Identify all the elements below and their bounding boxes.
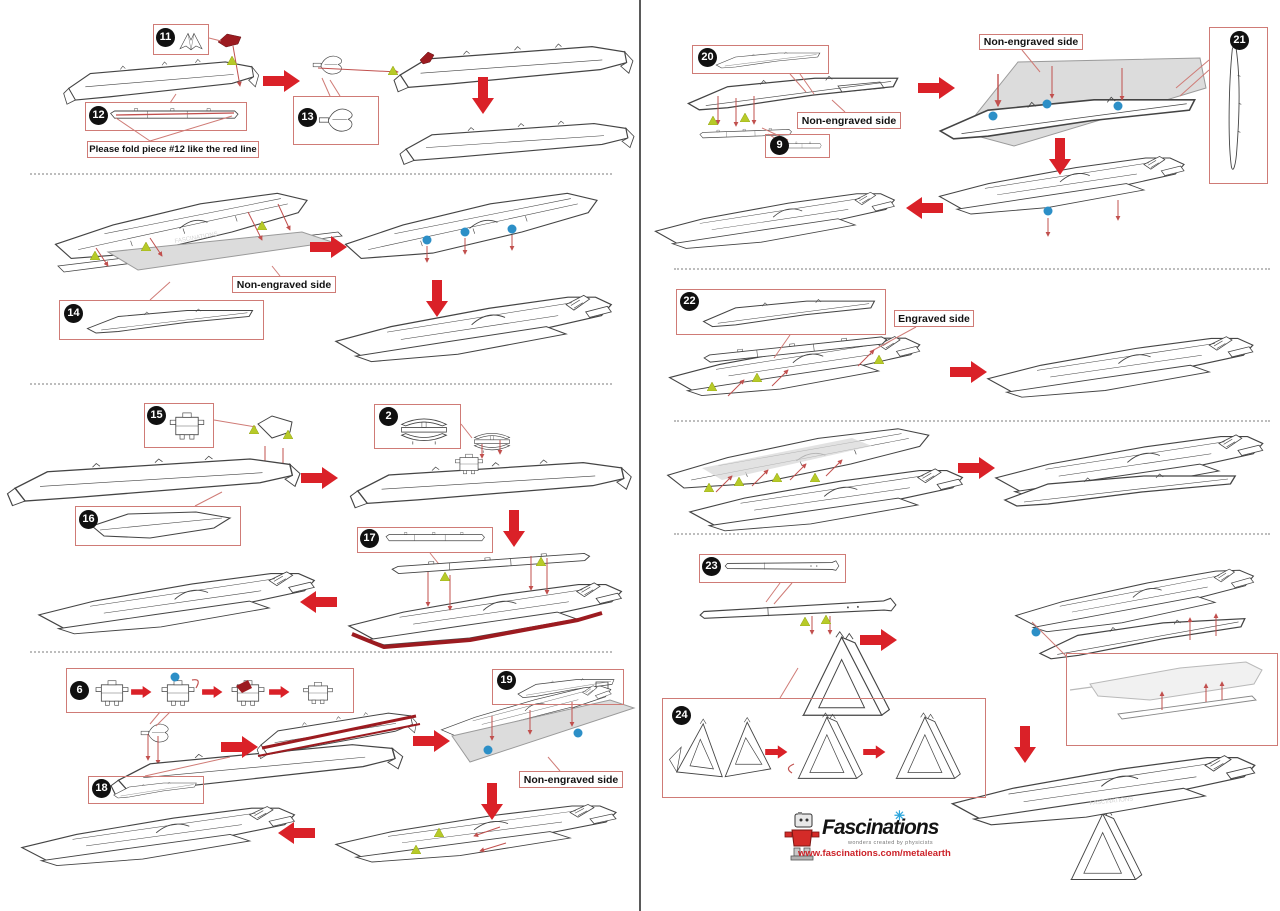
sparkle-icon: ✳ [894,808,905,823]
step-23-24-final-illustration: FASCINATIONS [669,560,1263,880]
separator-right-1 [674,268,1270,270]
brand-name: Fascinations [822,816,939,839]
center-divider [639,0,641,911]
piece-box-14 [59,300,264,340]
step-badge-23: 23 [702,557,721,576]
piece-box-12 [85,102,247,131]
step-badge-15: 15 [147,406,166,425]
step-badge-6: 6 [70,681,89,700]
detail-inset-box [1066,653,1278,746]
piece-box-16 [75,506,241,546]
piece-box-24 [662,698,986,798]
step-badge-14: 14 [64,304,83,323]
piece-box-23 [699,554,846,583]
non-engraved-label-step20: Non-engraved side [797,112,901,129]
step-badge-2: 2 [379,407,398,426]
step-11-12-13-illustration [63,33,635,166]
step-badge-17: 17 [360,529,379,548]
non-engraved-label-step19: Non-engraved side [519,771,623,788]
piece-box-19 [492,669,624,705]
engraved-label-step22: Engraved side [894,310,974,327]
piece-box-11 [153,24,209,55]
piece-box-18 [88,776,204,804]
non-engraved-label-step14: Non-engraved side [232,276,336,293]
step-badge-19: 19 [497,671,516,690]
separator-left-3 [30,651,612,653]
separator-right-2 [674,420,1270,422]
step-badge-12: 12 [89,106,108,125]
separator-left-1 [30,173,612,175]
brand-tagline: wonders created by physicists [848,840,933,846]
step-22-illustration [668,298,1254,398]
non-engraved-label-step21: Non-engraved side [979,34,1083,50]
piece-box-17 [357,527,493,553]
fold-note-label: Please fold piece #12 like the red line [87,141,259,158]
piece-box-15 [144,403,214,448]
fascinations-logo: Fascinations ✳ wonders created by physic… [782,808,972,876]
step-badge-20: 20 [698,48,717,67]
step-15-16-2-17-illustration [6,412,633,649]
hull-joining-illustration [667,428,1264,532]
piece-box-2 [374,404,461,449]
step-badge-13: 13 [298,108,317,127]
watermark-text: FASCINATIONS [1090,796,1134,807]
step-badge-11: 11 [156,28,175,47]
step-badge-18: 18 [92,779,111,798]
piece-box-22 [676,289,886,335]
piece-box-13 [293,96,379,145]
brand-url: www.fascinations.com/metalearth [798,848,951,859]
piece-box-9 [765,134,830,158]
piece-box-6 [66,668,354,713]
step-badge-22: 22 [680,292,699,311]
separator-left-2 [30,383,612,385]
step-badge-9: 9 [770,136,789,155]
step-badge-16: 16 [79,510,98,529]
piece-box-21 [1209,27,1268,184]
step-badge-21: 21 [1230,31,1249,50]
robot-mascot-icon [784,812,820,861]
piece-box-20 [692,45,829,74]
step-14-illustration: FASCINATIONS [54,192,612,363]
step-6-18-19-illustration [21,672,636,867]
separator-right-3 [674,533,1270,535]
step-badge-24: 24 [672,706,691,725]
